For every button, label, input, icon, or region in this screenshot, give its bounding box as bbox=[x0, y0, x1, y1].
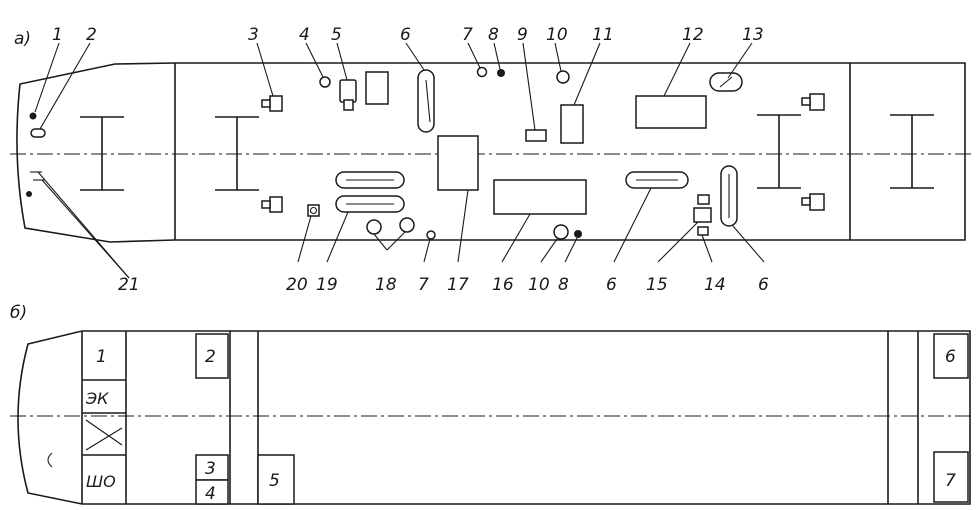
sho-diagonal-b bbox=[85, 427, 123, 451]
callout-12: 12 bbox=[682, 25, 704, 45]
callout-6-bottom: 6 bbox=[606, 275, 617, 295]
motor-right-bottom-nub bbox=[801, 197, 811, 206]
body-outline-b bbox=[17, 330, 971, 505]
callout-7-top: 7 bbox=[462, 25, 473, 45]
item-20-marker bbox=[307, 204, 320, 217]
view-b-plan: б) 1 2 ЭК 3 4 ШО 5 6 7 bbox=[10, 303, 975, 505]
item-15-small bbox=[697, 194, 710, 205]
callout-1: 1 bbox=[52, 25, 63, 45]
bogie-second bbox=[215, 116, 259, 191]
callout-20: 20 bbox=[286, 275, 308, 295]
callout-18: 18 bbox=[375, 275, 397, 295]
bogie-rear bbox=[890, 114, 934, 189]
callout-15: 15 bbox=[646, 275, 668, 295]
sho-diagonal-a bbox=[85, 419, 123, 446]
item-5-marker bbox=[339, 79, 357, 103]
item-18-left bbox=[366, 219, 382, 235]
item-8-top-marker bbox=[497, 69, 505, 77]
compartment-7-box bbox=[933, 451, 969, 503]
item-12-marker bbox=[635, 95, 707, 129]
item-2-marker bbox=[30, 128, 46, 138]
callout-21: 21 bbox=[118, 275, 140, 295]
view-a-plan: а) bbox=[10, 25, 975, 295]
item-11-marker bbox=[560, 104, 584, 144]
item-7-bottom-marker bbox=[426, 230, 436, 240]
leader-lines bbox=[34, 42, 765, 279]
callout-10-top: 10 bbox=[546, 25, 568, 45]
compartment-2-box bbox=[195, 333, 229, 379]
compartment-3-box bbox=[195, 454, 229, 481]
callout-6-right: 6 bbox=[758, 275, 769, 295]
compartment-4-label: 4 bbox=[205, 484, 216, 504]
callout-5: 5 bbox=[331, 25, 342, 45]
compartment-ek-label: ЭК bbox=[85, 389, 109, 408]
motor-top-nub bbox=[261, 99, 271, 108]
item-18-right bbox=[399, 217, 415, 233]
tank-6-top bbox=[417, 69, 435, 133]
callout-2: 2 bbox=[86, 25, 97, 45]
view-b-label: б) bbox=[10, 303, 27, 323]
callout-10-bottom: 10 bbox=[528, 275, 550, 295]
item-4-marker bbox=[319, 76, 331, 88]
compartment-6-label: 6 bbox=[945, 347, 956, 367]
callout-8-top: 8 bbox=[488, 25, 499, 45]
callout-7-bottom: 7 bbox=[418, 275, 429, 295]
item-16-marker bbox=[493, 179, 587, 215]
motor-right-bottom bbox=[809, 193, 825, 211]
tank-6-top-hatch bbox=[425, 79, 431, 123]
compartment-7-label: 7 bbox=[945, 471, 956, 491]
motor-right-top-nub bbox=[801, 97, 811, 106]
callout-8-bottom: 8 bbox=[558, 275, 569, 295]
item-5-cabinet bbox=[365, 71, 389, 105]
bogie-third bbox=[757, 114, 801, 189]
item-10-bottom-marker bbox=[553, 224, 569, 240]
view-a-label: а) bbox=[14, 29, 31, 49]
callout-17: 17 bbox=[447, 275, 469, 295]
callout-4: 4 bbox=[299, 25, 310, 45]
callout-11: 11 bbox=[592, 25, 614, 45]
item-14-marker bbox=[697, 226, 709, 236]
item-17-marker bbox=[437, 135, 479, 191]
item-20-inner bbox=[309, 206, 318, 215]
motor-bottom-nub bbox=[261, 200, 271, 209]
compartment-3-label: 3 bbox=[205, 459, 216, 479]
bogie-front bbox=[80, 116, 124, 191]
front-arc-mark bbox=[47, 452, 53, 468]
callout-6-top: 6 bbox=[400, 25, 411, 45]
motor-top bbox=[269, 95, 283, 112]
callout-9: 9 bbox=[517, 25, 528, 45]
compartment-sho-label: ШО bbox=[86, 472, 116, 491]
compartment-5-box bbox=[257, 454, 295, 505]
item-15-marker bbox=[693, 207, 712, 223]
callout-16: 16 bbox=[492, 275, 514, 295]
item-10-top-marker bbox=[556, 70, 570, 84]
item-7-top-marker bbox=[476, 66, 488, 78]
compartment-6-box bbox=[933, 333, 969, 379]
compartment-2-label: 2 bbox=[205, 347, 216, 367]
item-8-bottom-marker bbox=[574, 230, 582, 238]
item-5-base bbox=[343, 99, 354, 111]
callout-3: 3 bbox=[248, 25, 259, 45]
body-outline bbox=[16, 62, 966, 243]
motor-right-top bbox=[809, 93, 825, 111]
compartment-1-label: 1 bbox=[96, 347, 107, 367]
item-13-hatch bbox=[719, 76, 733, 88]
callout-13: 13 bbox=[742, 25, 764, 45]
item-21-marker bbox=[26, 191, 32, 197]
compartment-4-box bbox=[195, 479, 229, 505]
motor-bottom bbox=[269, 196, 283, 213]
item-9-marker bbox=[525, 129, 547, 142]
callout-19: 19 bbox=[316, 275, 338, 295]
compartment-5-label: 5 bbox=[269, 471, 280, 491]
callout-14: 14 bbox=[704, 275, 726, 295]
item-1-marker bbox=[29, 112, 37, 120]
